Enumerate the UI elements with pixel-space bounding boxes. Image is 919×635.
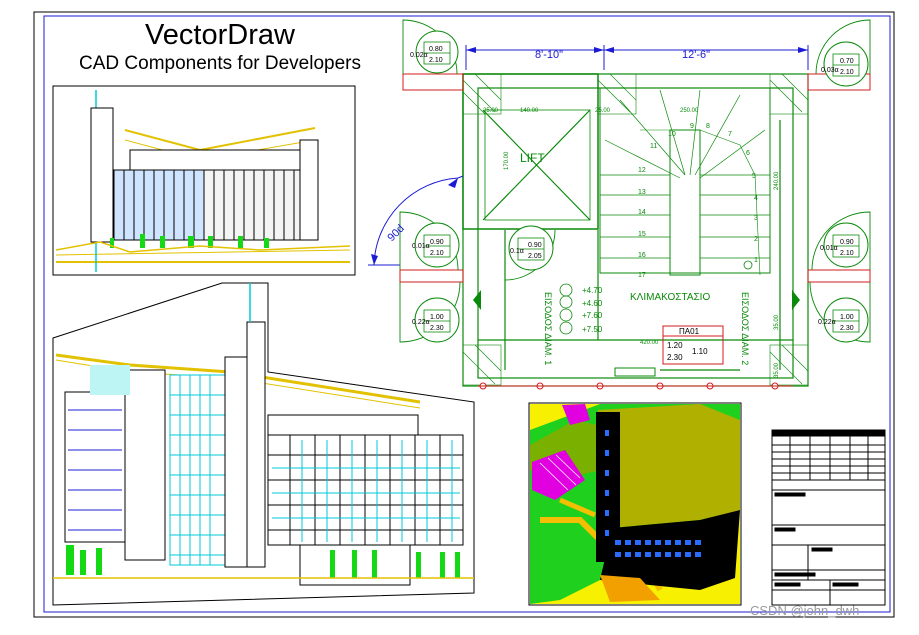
window-height: 2.30 (667, 353, 683, 362)
watermark: CSDN @john_dwh (750, 603, 860, 618)
svg-text:4: 4 (754, 195, 758, 202)
svg-text:3: 3 (754, 215, 758, 222)
svg-text:240.00: 240.00 (774, 171, 780, 190)
svg-text:0.03α: 0.03α (821, 67, 839, 74)
svg-text:25.00: 25.00 (595, 108, 611, 114)
room-lift: LIFT (520, 151, 545, 165)
dimension-left: 8'-10" (535, 49, 563, 61)
room-staircase: ΚΛΙΜΑΚΟΣΤΑΣΙΟ (630, 292, 710, 303)
level-1: +4.70 (582, 286, 603, 295)
svg-text:0.1α: 0.1α (510, 248, 524, 255)
svg-text:2.30: 2.30 (840, 325, 854, 332)
door-tags: 0.02α 0.80 2.10 0.03α 0.70 2.10 0.01α 0.… (410, 46, 854, 332)
viewport-3d-render (528, 402, 742, 606)
svg-text:170.00: 170.00 (504, 151, 510, 170)
window-sill: 1.10 (692, 347, 708, 356)
svg-text:13: 13 (638, 189, 646, 196)
svg-text:0.90: 0.90 (840, 239, 854, 246)
svg-text:17: 17 (638, 272, 646, 279)
viewport-elevation-small (52, 85, 356, 276)
svg-text:12: 12 (638, 167, 646, 174)
svg-text:250.00: 250.00 (680, 108, 699, 114)
svg-text:0.01α: 0.01α (820, 245, 838, 252)
svg-text:1.00: 1.00 (840, 314, 854, 321)
outer-border (33, 11, 895, 618)
svg-text:0.90: 0.90 (430, 239, 444, 246)
svg-text:9: 9 (690, 123, 694, 130)
viewport-elevation-large (52, 282, 475, 606)
svg-text:2.05: 2.05 (528, 253, 542, 260)
entrance-label-2: ΕΙΣΟΔΟΣ ΔΙΑΜ. 2 (740, 292, 750, 365)
svg-text:0.01α: 0.01α (412, 243, 430, 250)
app-subtitle: CAD Components for Developers (79, 53, 361, 74)
svg-text:1.00: 1.00 (430, 314, 444, 321)
svg-text:0.90: 0.90 (528, 242, 542, 249)
svg-text:0.02α: 0.02α (410, 52, 428, 59)
stair-step-numbers: 1 2 3 4 5 6 7 8 9 10 11 12 13 14 15 16 1… (638, 123, 758, 279)
svg-text:0.22α: 0.22α (412, 319, 430, 326)
svg-text:420.00: 420.00 (640, 340, 659, 346)
level-2: +4.60 (582, 299, 603, 308)
svg-text:5: 5 (752, 173, 756, 180)
svg-text:2.30: 2.30 (430, 325, 444, 332)
svg-text:10: 10 (668, 131, 676, 138)
svg-text:2.10: 2.10 (840, 250, 854, 257)
floor-plan (368, 19, 871, 390)
svg-text:0.80: 0.80 (429, 46, 443, 53)
dimension-right: 12'-6" (682, 49, 710, 61)
window-width: 1.20 (667, 341, 683, 350)
level-4: +7.50 (582, 325, 603, 334)
svg-text:35.00: 35.00 (774, 314, 780, 330)
svg-text:14: 14 (638, 209, 646, 216)
svg-text:15: 15 (638, 231, 646, 238)
svg-text:140.00: 140.00 (520, 108, 539, 114)
level-3: +7.60 (582, 311, 603, 320)
svg-text:25.00: 25.00 (483, 108, 499, 114)
window-code: ΠΑ01 (679, 327, 700, 336)
inner-border (43, 15, 891, 613)
entrance-label-1: ΕΙΣΟΔΟΣ ΔΙΑΜ. 1 (543, 292, 553, 365)
title-block (771, 429, 886, 606)
svg-text:35.00: 35.00 (774, 362, 780, 378)
svg-text:16: 16 (638, 252, 646, 259)
svg-text:2.10: 2.10 (430, 250, 444, 257)
svg-text:0.22α: 0.22α (818, 319, 836, 326)
app-title: VectorDraw (145, 19, 295, 51)
svg-text:6: 6 (746, 150, 750, 157)
inner-dimensions: 25.00 140.00 25.00 250.00 170.00 240.00 … (483, 108, 780, 378)
svg-text:11: 11 (650, 143, 657, 150)
svg-text:2.10: 2.10 (840, 69, 854, 76)
svg-text:0.70: 0.70 (840, 58, 854, 65)
svg-text:1: 1 (754, 257, 758, 264)
svg-text:2.10: 2.10 (429, 57, 443, 64)
svg-text:7: 7 (728, 131, 732, 138)
svg-text:2: 2 (754, 236, 758, 243)
svg-text:8: 8 (706, 123, 710, 130)
angle-label: 90d (385, 223, 406, 244)
